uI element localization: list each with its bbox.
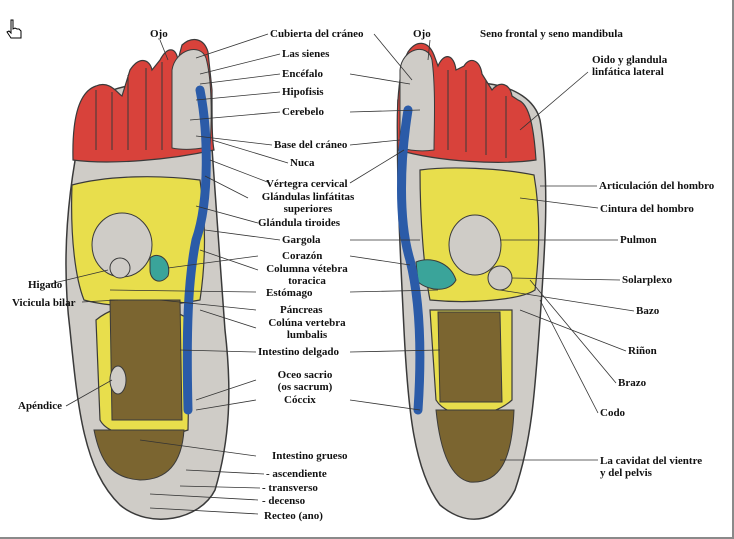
label-ojo-left: Ojo [150, 28, 168, 40]
label-glandulas-linfaticas: Glándulas linfátitas [261, 191, 355, 203]
label-vicicula-bilar: Vicicula bilar [12, 297, 76, 309]
label-columna-lumbar-2: lumbalis [286, 329, 328, 341]
label-decenso: - decenso [262, 495, 306, 507]
label-intestino-grueso: Intestino grueso [272, 450, 348, 462]
right-foot [396, 42, 547, 520]
label-oido-glandula: Oido y glandula [592, 54, 668, 66]
label-seno-frontal: Seno frontal y seno mandibula [480, 28, 623, 40]
label-ascendiente: - ascendiente [266, 468, 327, 480]
label-columna-vertebra-2: toracica [288, 275, 326, 287]
label-higado: Higado [28, 279, 63, 291]
label-nuca: Nuca [290, 157, 315, 169]
label-corazon: Corazón [282, 250, 323, 262]
left-spine [182, 85, 211, 415]
label-glandula-tiroides: Glándula tiroides [258, 217, 341, 229]
label-base-craneo: Base del cráneo [274, 139, 348, 151]
label-oceo-sacrio: Oceo sacrio [277, 369, 333, 381]
hand-cursor-icon [6, 19, 22, 39]
label-coccix: Cóccix [284, 394, 316, 406]
label-transverso: - transverso [262, 482, 318, 494]
label-cubierta-craneo: Cubierta del cráneo [270, 28, 364, 40]
label-encefalo: Encéfalo [282, 68, 323, 80]
label-pancreas: Páncreas [280, 304, 323, 316]
label-brazo: Brazo [618, 377, 647, 389]
label-codo: Codo [600, 407, 626, 419]
label-ojo-right: Ojo [413, 28, 431, 40]
label-articulacion-hombro: Articulación del hombro [599, 180, 715, 192]
label-os-sacrum: (os sacrum) [277, 381, 333, 393]
label-rinon: Riñon [628, 345, 657, 357]
label-sienes: Las sienes [282, 48, 330, 60]
label-cavidad-vientre: La cavidat del vientre [600, 455, 703, 467]
label-columna-vertebra-1: Columna vétebra [266, 263, 348, 275]
label-recteo: Recteo (ano) [264, 510, 323, 522]
label-pulmon: Pulmon [620, 234, 657, 246]
label-cavidad-pelvis: y del pelvis [600, 467, 652, 479]
leader-lines [49, 33, 635, 515]
label-cerebelo: Cerebelo [282, 106, 324, 118]
label-apendice: Apéndice [18, 400, 62, 412]
label-solarplexo: Solarplexo [622, 274, 673, 286]
label-glandulas-superiores: superiores [283, 203, 333, 215]
label-cintura-hombro: Cintura del hombro [600, 203, 694, 215]
label-columna-lumbar-1: Colúna vertebra [268, 317, 346, 329]
right-spine [397, 105, 425, 415]
label-vertegra-cervical: Vértegra cervical [266, 178, 348, 190]
label-estomago: Estómago [266, 287, 313, 299]
label-gargola: Gargola [282, 234, 321, 246]
label-intestino-delgado: Intestino delgado [258, 346, 339, 358]
label-hipofisis: Hipofisis [282, 86, 324, 98]
label-linfatica-lateral: linfática lateral [592, 66, 664, 78]
label-bazo: Bazo [636, 305, 660, 317]
left-foot [65, 38, 230, 520]
